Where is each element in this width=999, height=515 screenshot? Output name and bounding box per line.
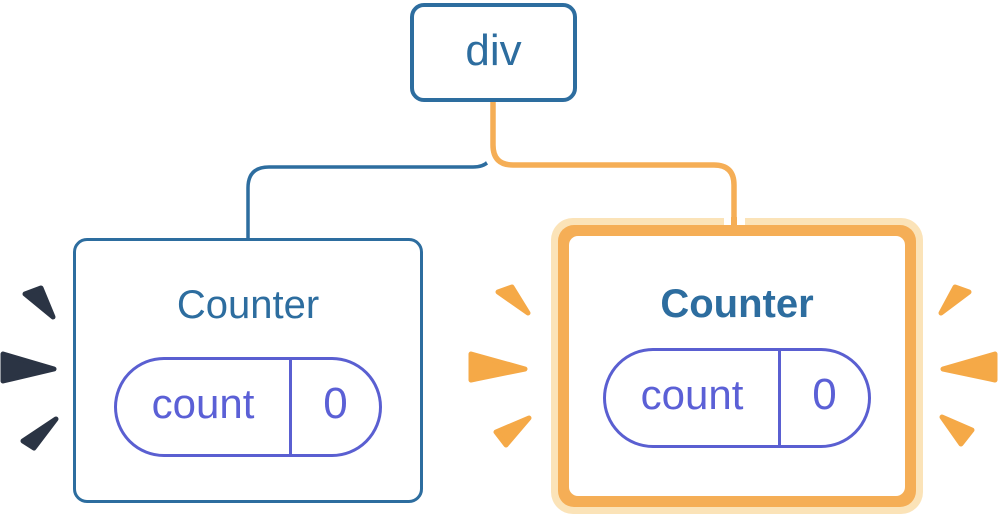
burst-wedge-icon (22, 285, 56, 320)
counter-card-right-highlighted: Counter count 0 (551, 218, 923, 514)
counter-title: Counter (660, 282, 814, 326)
state-key-label: count (151, 380, 255, 427)
root-node-label: div (465, 25, 522, 75)
counter-title: Counter (176, 283, 320, 327)
burst-marks-middle (468, 284, 532, 448)
burst-wedge-icon (940, 351, 998, 383)
state-pill: count 0 (603, 348, 871, 448)
pill-divider (289, 360, 292, 454)
root-node-div: div (410, 3, 577, 102)
burst-wedge-icon (495, 284, 531, 316)
state-value-label: 0 (812, 370, 837, 419)
state-pill: count 0 (114, 357, 382, 457)
state-value-label: 0 (323, 379, 348, 428)
burst-marks-right (938, 284, 998, 447)
state-key-label: count (640, 371, 744, 418)
state-value-cell: 0 (781, 351, 868, 445)
burst-wedge-icon (938, 284, 972, 316)
tree-edge-blue-icon (246, 102, 495, 242)
counter-card-left: Counter count 0 (73, 238, 423, 503)
burst-marks-left (0, 285, 59, 451)
burst-wedge-icon (20, 416, 59, 451)
state-key-cell: count (606, 351, 778, 445)
highlight-border: Counter count 0 (558, 225, 916, 507)
state-key-cell: count (117, 360, 289, 454)
pill-divider (778, 351, 781, 445)
burst-wedge-icon (468, 351, 528, 383)
connector-entry-core (731, 217, 737, 229)
burst-wedge-icon (0, 351, 57, 384)
counter-card-right-body: Counter count 0 (569, 236, 905, 496)
burst-wedge-icon (493, 415, 532, 448)
burst-wedge-icon (939, 414, 975, 447)
state-value-cell: 0 (292, 360, 379, 454)
